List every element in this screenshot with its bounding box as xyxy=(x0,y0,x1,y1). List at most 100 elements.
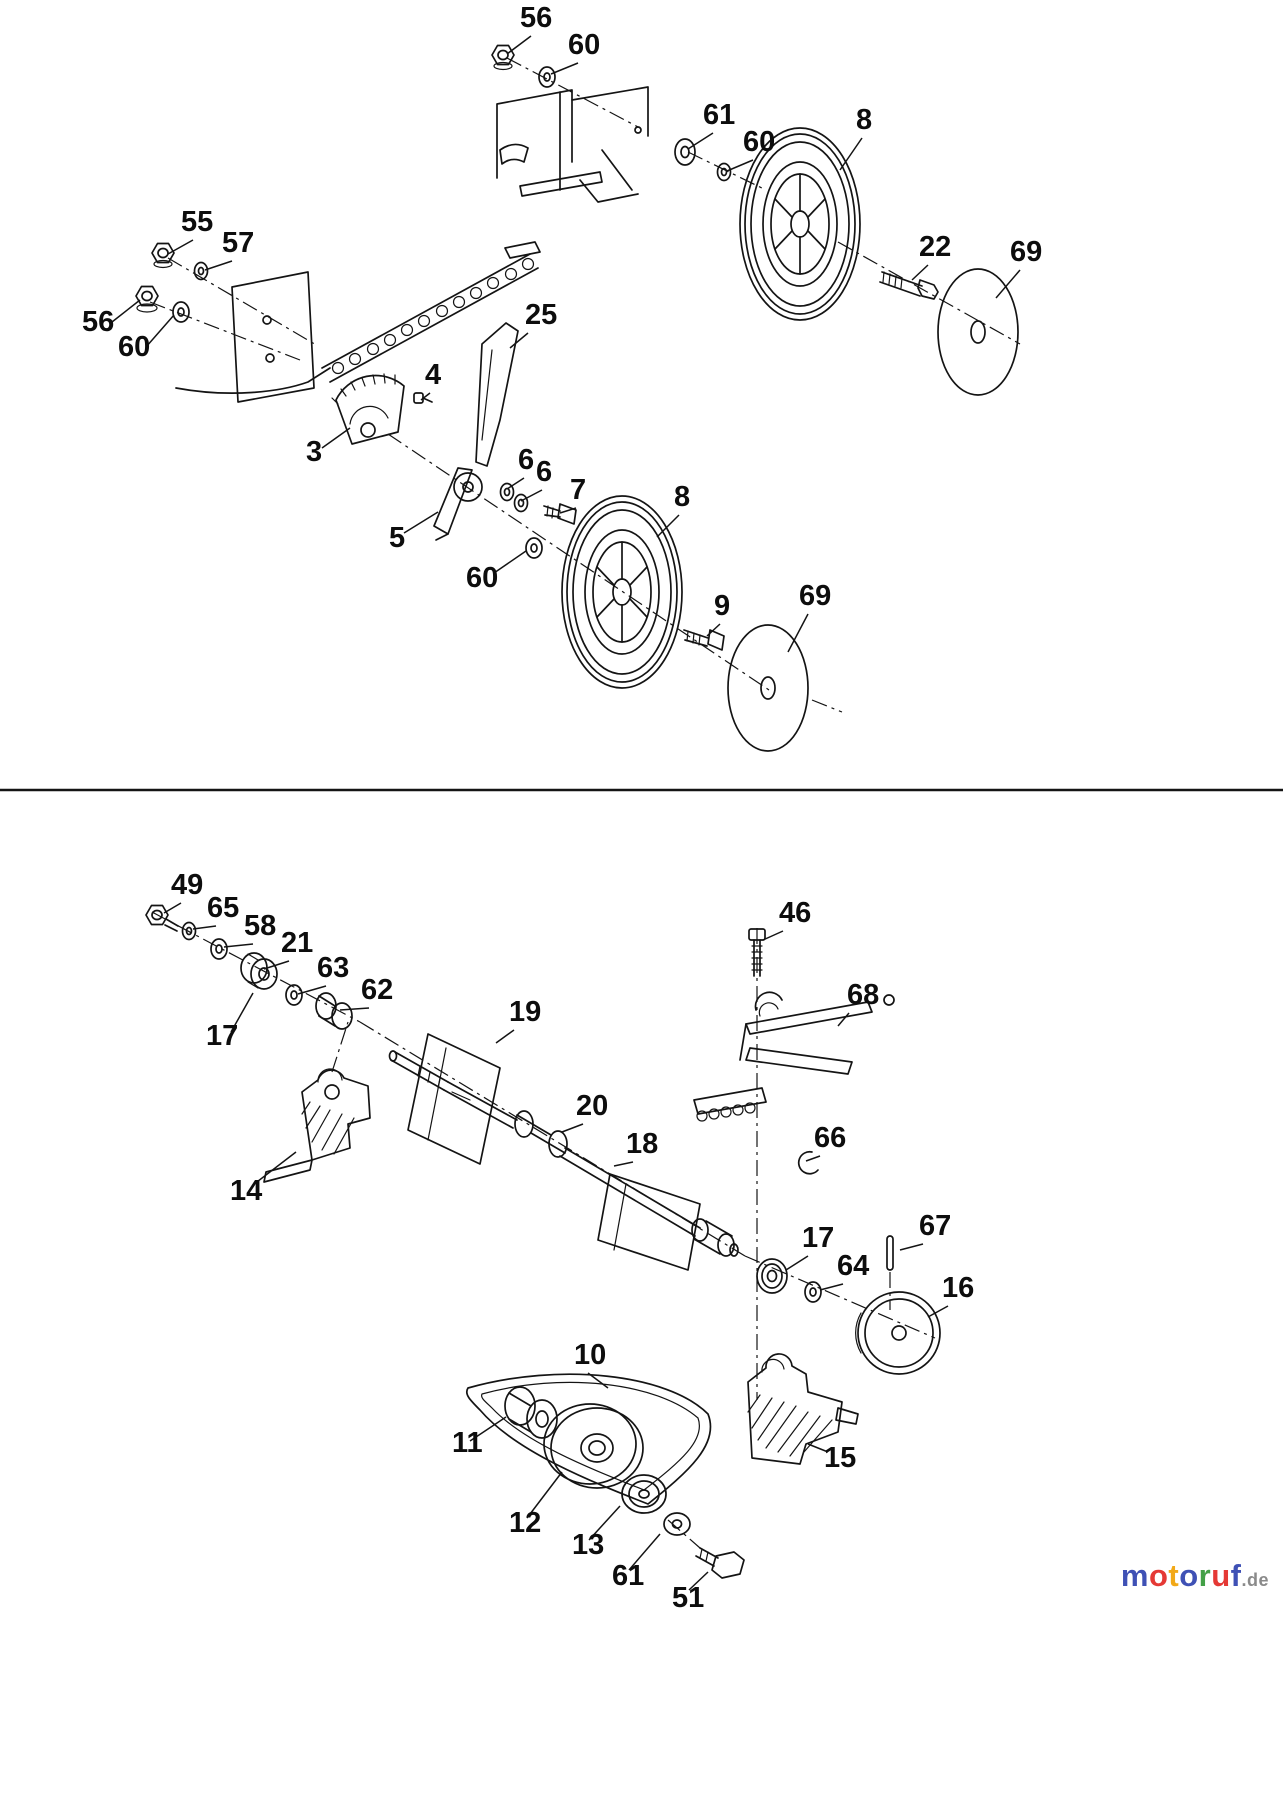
part-label-56: 56 xyxy=(520,2,553,34)
lower-assembly xyxy=(145,904,941,1579)
leader-line-51 xyxy=(688,1571,709,1591)
blade-right xyxy=(597,1173,701,1271)
part-label-9: 9 xyxy=(714,590,731,622)
leader-line-66 xyxy=(805,1155,821,1162)
bearing-bracket-left xyxy=(263,1068,371,1183)
leader-line-60 xyxy=(550,62,579,75)
pin-67 xyxy=(886,1235,894,1271)
part-label-11: 11 xyxy=(452,1427,483,1459)
part-label-67: 67 xyxy=(919,1210,952,1242)
leader-line-20 xyxy=(561,1123,584,1133)
leader-line-61 xyxy=(628,1533,661,1571)
part-label-12: 12 xyxy=(509,1507,542,1539)
part-label-25: 25 xyxy=(525,299,558,331)
leader-line-21 xyxy=(263,960,290,970)
leader-line-5 xyxy=(403,511,439,534)
handle-bracket-lower xyxy=(739,991,895,1075)
leader-line-22 xyxy=(911,264,929,281)
upper-assembly xyxy=(135,44,1021,752)
blade-left xyxy=(407,1033,501,1165)
part-label-3: 3 xyxy=(306,436,323,468)
part-label-8: 8 xyxy=(856,104,873,136)
pulley-11 xyxy=(504,1386,558,1439)
leader-line-19 xyxy=(495,1029,515,1044)
leader-lines xyxy=(111,35,1021,1591)
leader-line-17 xyxy=(230,992,254,1033)
part-label-57: 57 xyxy=(222,227,255,259)
part-label-8: 8 xyxy=(674,481,691,513)
leader-line-69 xyxy=(995,269,1021,299)
leader-line-15 xyxy=(807,1443,829,1453)
part-label-18: 18 xyxy=(626,1128,659,1160)
watermark-letter: u xyxy=(1211,1558,1231,1593)
watermark-letter: o xyxy=(1148,1558,1169,1593)
part-label-62: 62 xyxy=(361,974,394,1006)
part-label-7: 7 xyxy=(570,474,587,506)
bolt-49 xyxy=(145,904,179,932)
watermark-letter: f xyxy=(1230,1558,1242,1593)
watermark-letter: m xyxy=(1120,1558,1149,1593)
leader-line-14 xyxy=(252,1151,297,1186)
leader-line-57 xyxy=(204,260,233,271)
nut-56-top xyxy=(491,44,515,71)
watermark-letter: o xyxy=(1179,1558,1199,1593)
leader-line-3 xyxy=(321,427,351,449)
pulley-13 xyxy=(621,1474,667,1514)
part-label-15: 15 xyxy=(824,1442,857,1474)
bolt-51 xyxy=(695,1547,745,1579)
part-label-66: 66 xyxy=(814,1122,847,1154)
leader-line-4 xyxy=(420,392,431,401)
leader-line-8 xyxy=(839,137,863,171)
part-label-6: 6 xyxy=(518,444,535,476)
part-label-68: 68 xyxy=(847,979,880,1011)
part-label-4: 4 xyxy=(425,359,442,391)
part-label-60: 60 xyxy=(118,331,151,363)
part-label-49: 49 xyxy=(171,869,204,901)
part-label-55: 55 xyxy=(181,206,214,238)
part-label-56: 56 xyxy=(82,306,115,338)
leader-line-55 xyxy=(167,239,194,255)
leader-line-8 xyxy=(656,514,680,538)
leader-line-68 xyxy=(837,1012,850,1027)
part-label-69: 69 xyxy=(1010,236,1043,268)
part-label-17: 17 xyxy=(206,1020,239,1052)
part-label-65: 65 xyxy=(207,892,240,924)
side-plate xyxy=(175,271,331,403)
nut-56-left xyxy=(135,285,159,313)
rack-bar xyxy=(321,241,541,383)
retaining-clip xyxy=(797,1150,819,1175)
leader-line-6 xyxy=(506,477,525,490)
leader-line-12 xyxy=(526,1471,563,1519)
leader-line-10 xyxy=(587,1372,609,1389)
axle-shaft xyxy=(388,1050,739,1257)
part-label-14: 14 xyxy=(230,1175,263,1207)
part-label-61: 61 xyxy=(703,99,736,131)
part-label-22: 22 xyxy=(919,231,952,263)
leader-line-25 xyxy=(509,332,529,349)
leader-line-67 xyxy=(899,1243,924,1251)
leader-line-62 xyxy=(339,1007,370,1011)
bearing-bracket-right xyxy=(747,1353,859,1465)
sector-gear xyxy=(331,373,405,445)
leader-line-64 xyxy=(819,1283,844,1291)
part-label-60: 60 xyxy=(466,562,499,594)
leader-line-58 xyxy=(223,943,254,948)
part-label-64: 64 xyxy=(837,1250,870,1282)
part-label-51: 51 xyxy=(672,1582,705,1614)
pulley-12 xyxy=(543,1403,644,1489)
leader-line-16 xyxy=(927,1305,949,1318)
leader-line-69 xyxy=(787,613,809,653)
spacer-62 xyxy=(315,992,353,1030)
part-label-10: 10 xyxy=(574,1339,607,1371)
watermark-word: motoruf xyxy=(1121,1558,1242,1593)
leader-line-60 xyxy=(145,314,175,348)
watermark-letter: t xyxy=(1168,1558,1180,1593)
nut-55 xyxy=(151,242,175,269)
leader-line-56 xyxy=(111,299,141,323)
part-label-63: 63 xyxy=(317,952,350,984)
watermark-suffix: .de xyxy=(1241,1570,1269,1590)
part-label-60: 60 xyxy=(568,29,601,61)
part-label-6: 6 xyxy=(536,456,553,488)
bolt-9 xyxy=(683,629,725,651)
